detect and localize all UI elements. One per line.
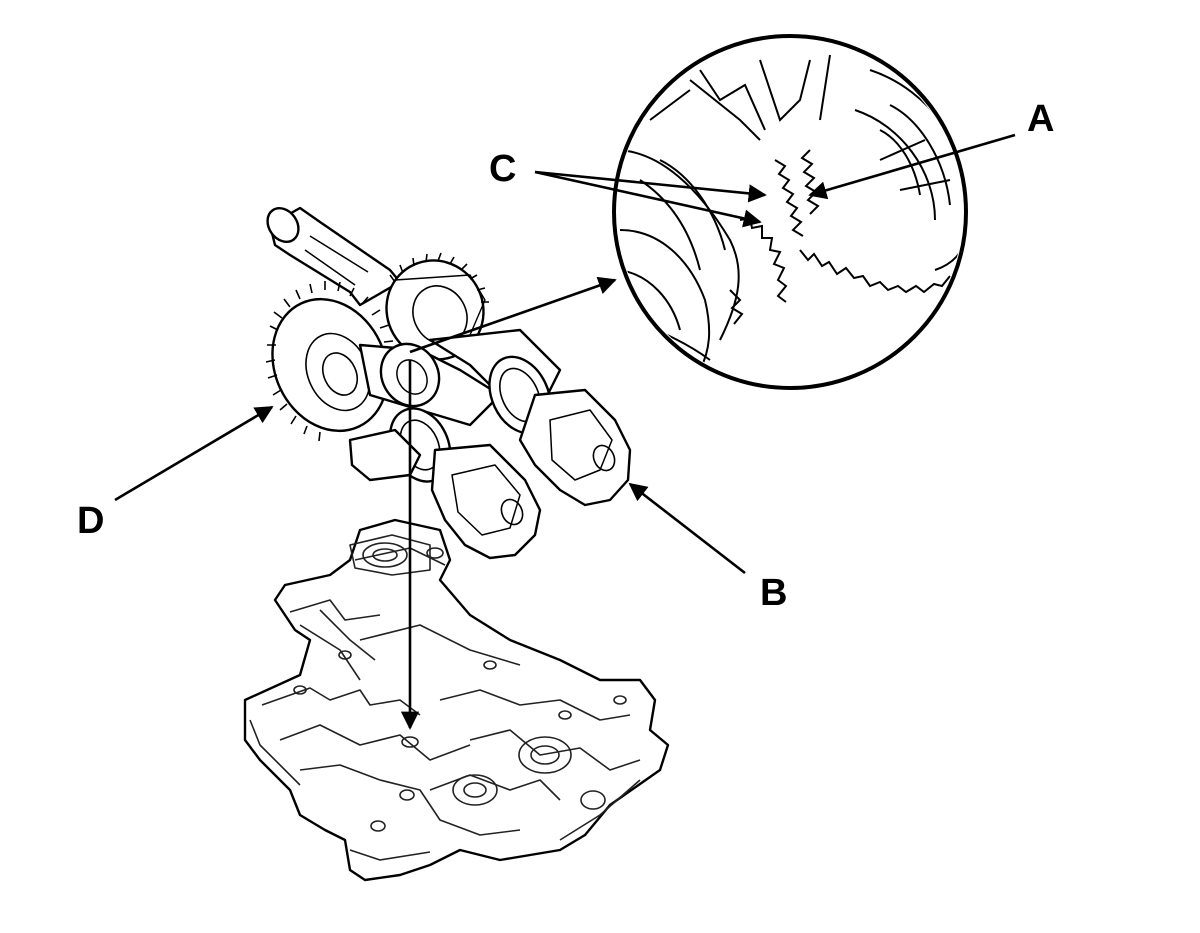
lower-housing <box>243 518 670 882</box>
leader-b <box>628 482 746 575</box>
leader-lines <box>114 133 1016 730</box>
lower-housing-detail <box>249 534 641 861</box>
arrow-gear-to-inset <box>409 276 617 354</box>
callout-label-a: A <box>1027 98 1055 140</box>
callout-label-c: C <box>489 148 517 190</box>
magnified-inset <box>612 34 968 390</box>
leader-c-1 <box>534 170 767 203</box>
leader-a <box>808 133 1016 200</box>
gear-teeth <box>265 252 489 442</box>
leader-c-2 <box>534 170 762 228</box>
leader-d <box>114 405 274 502</box>
balancer-shaft <box>266 206 632 560</box>
callout-label-b: B <box>760 572 788 614</box>
callout-label-d: D <box>77 500 105 542</box>
